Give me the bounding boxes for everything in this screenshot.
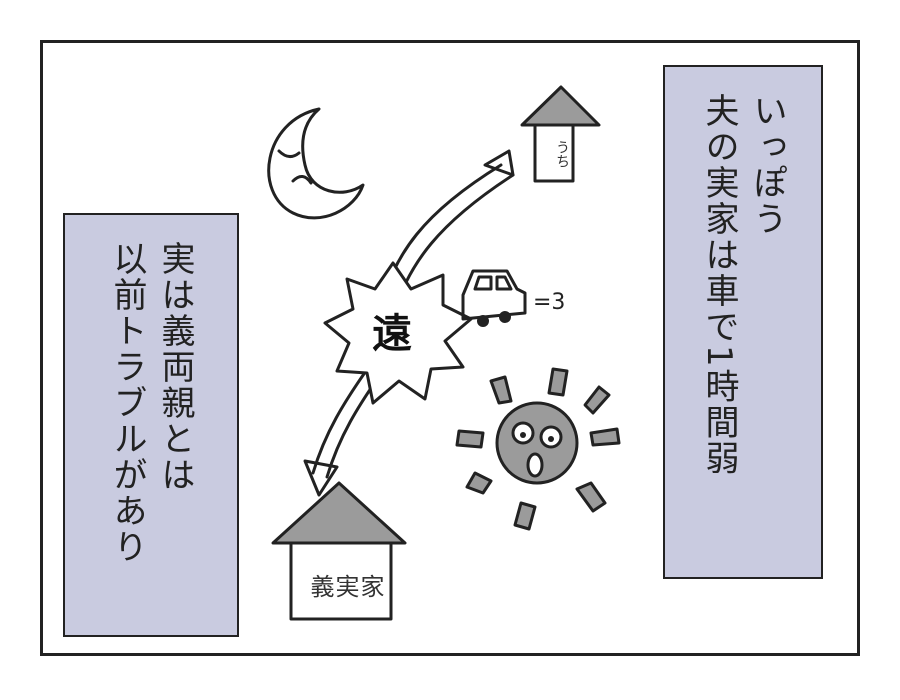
caption-right-line-1: いっぽう: [747, 93, 787, 237]
moon-icon: [267, 107, 365, 220]
caption-left-line-1: 実は義両親とは: [155, 241, 195, 493]
sun-icon: [455, 367, 621, 531]
burst-icon: [323, 261, 473, 405]
burst-text: 遠: [372, 311, 412, 357]
inlaw-house-icon: [271, 481, 407, 621]
home-label: うち: [554, 140, 570, 168]
caption-right-line-2: 夫の実家は車で1時間弱: [699, 93, 739, 477]
caption-right: いっぽう 夫の実家は車で1時間弱: [663, 65, 823, 579]
comic-panel: =3 遠 うち 義実家 いっぽう 夫の実家は車で1時間弱 実は義両親とは 以前ト…: [40, 40, 860, 656]
car-exhaust: =3: [533, 290, 565, 315]
home-icon: [520, 85, 601, 183]
caption-left: 実は義両親とは 以前トラブルがあり: [63, 213, 239, 637]
caption-left-line-2: 以前トラブルがあり: [107, 241, 147, 565]
car-icon: =3: [461, 269, 565, 327]
illustration: =3: [267, 85, 621, 621]
inlaw-home-label: 義実家: [310, 573, 386, 601]
